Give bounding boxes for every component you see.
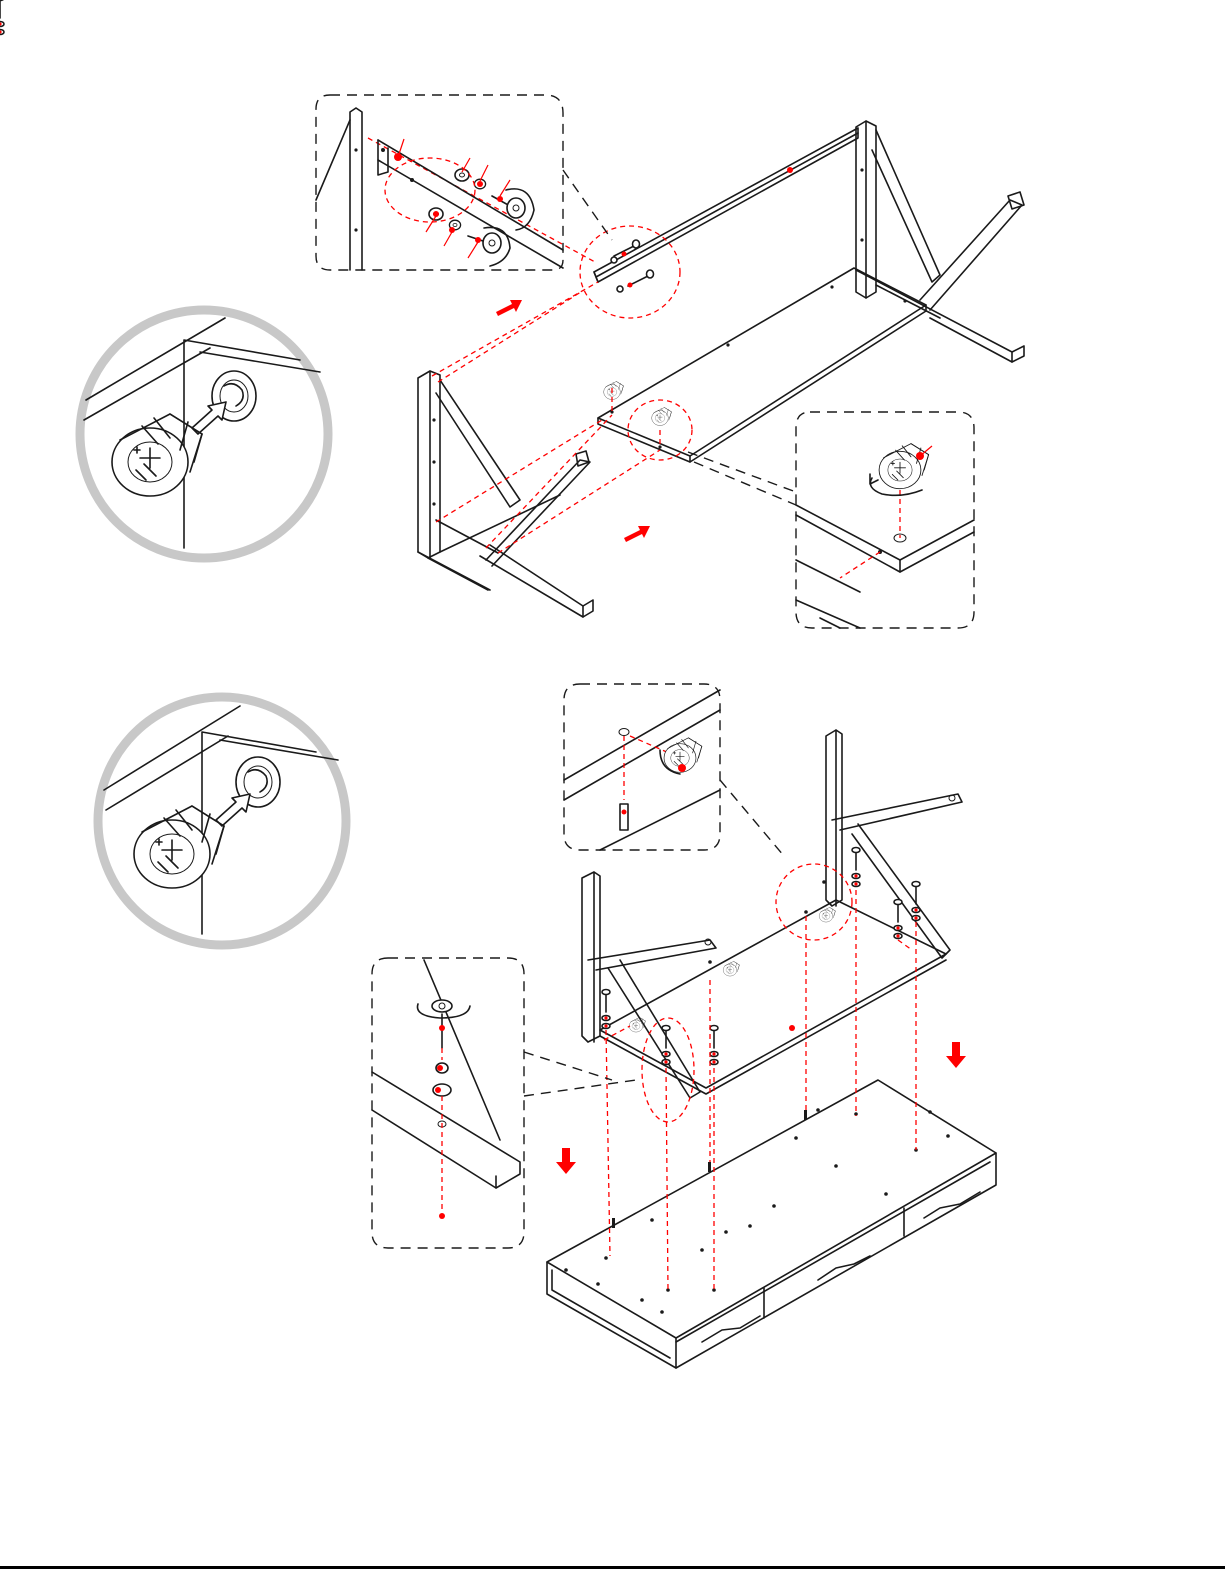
cam-lock-detail-callout (564, 684, 784, 856)
direction-arrow (556, 1148, 576, 1174)
step-2 (0, 0, 996, 1368)
frame-assembly (582, 730, 962, 1098)
cam-lock-insert-magnifier (80, 310, 328, 558)
screw-washer-detail-callout (372, 958, 636, 1248)
front-rail (594, 128, 858, 282)
back-panel (598, 268, 926, 462)
step-1 (80, 95, 1024, 628)
rail-bolt-detail-callout (316, 95, 612, 270)
direction-arrow (624, 526, 650, 542)
direction-arrow (496, 300, 522, 316)
page-footer-rule (0, 1566, 1225, 1569)
cam-lock-insert-magnifier-2 (98, 697, 346, 945)
left-frame (418, 371, 593, 617)
cam-lock-panel-detail-callout (688, 412, 974, 628)
direction-arrow (946, 1042, 966, 1068)
right-frame (856, 121, 1024, 362)
